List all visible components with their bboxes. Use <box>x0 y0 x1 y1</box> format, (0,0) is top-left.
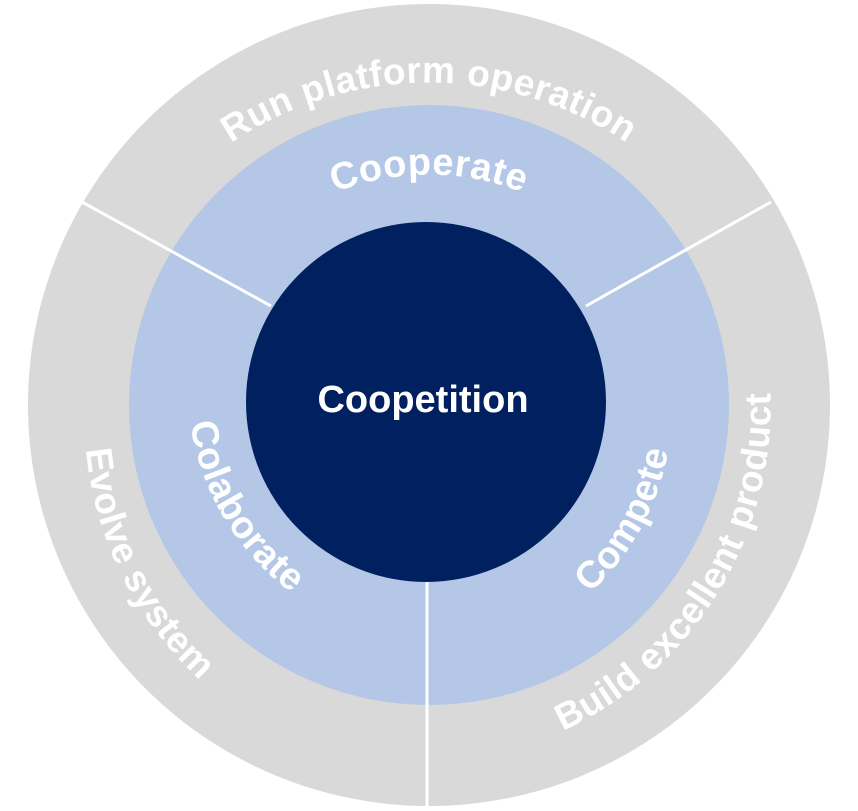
center-label: Coopetition <box>317 379 528 421</box>
center-circle <box>246 222 606 582</box>
ring-dividers <box>81 200 772 808</box>
divider-left <box>81 200 272 308</box>
divider-right <box>585 200 772 308</box>
